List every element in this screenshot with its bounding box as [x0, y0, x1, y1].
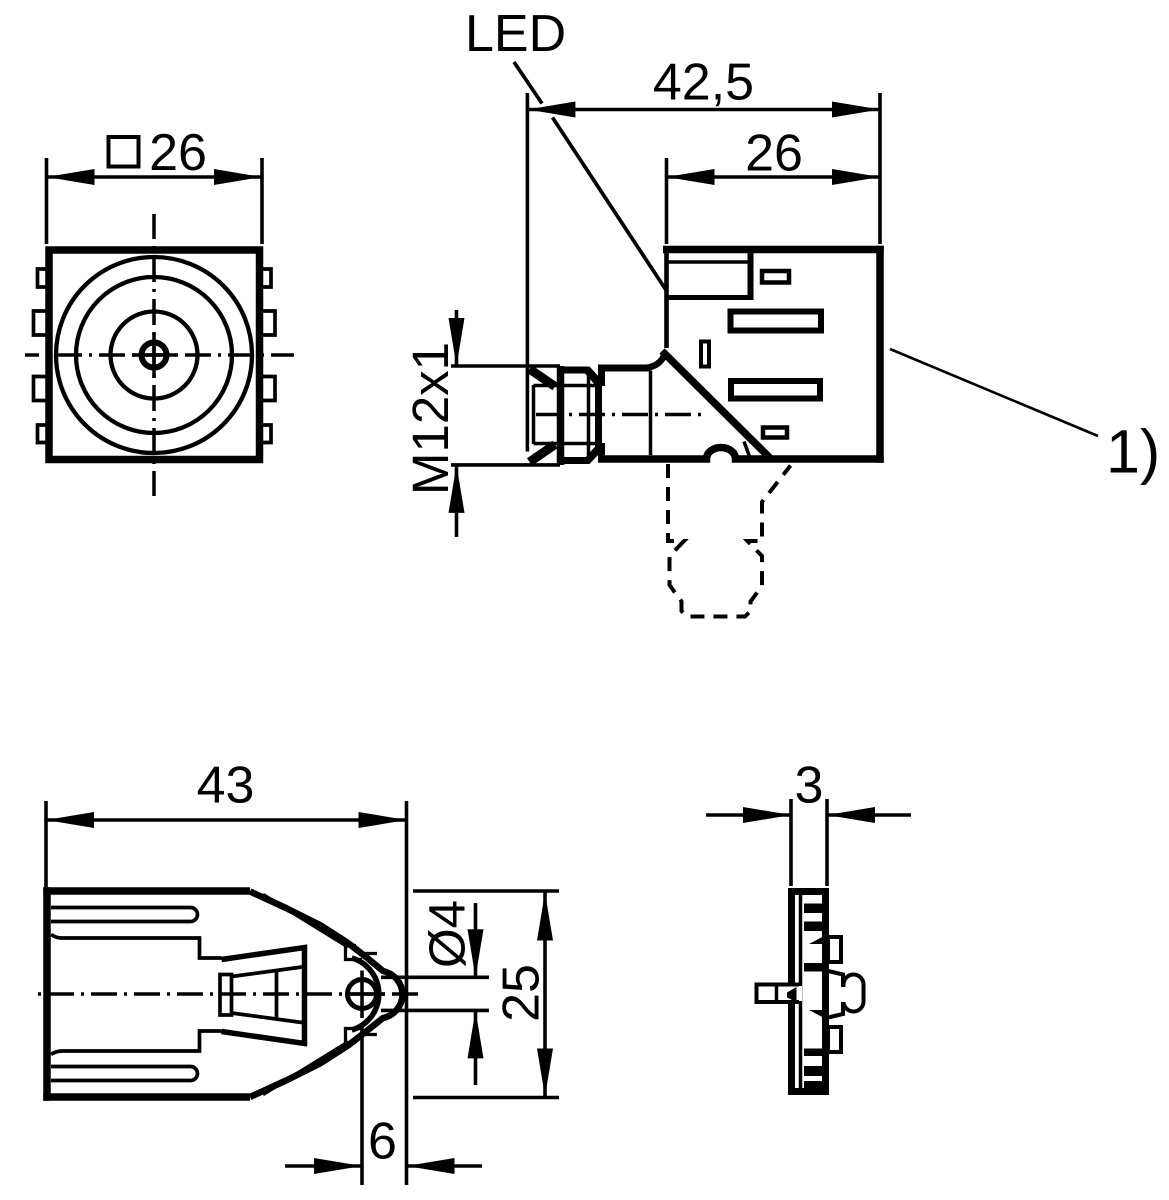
- svg-text:1): 1): [1106, 418, 1160, 486]
- svg-text:3: 3: [795, 757, 824, 815]
- svg-text:42,5: 42,5: [653, 54, 754, 112]
- svg-text:43: 43: [197, 757, 255, 815]
- svg-text:26: 26: [149, 124, 207, 182]
- svg-text:26: 26: [745, 125, 803, 183]
- svg-text:Ø4: Ø4: [419, 900, 476, 968]
- svg-text:LED: LED: [465, 5, 566, 63]
- svg-text:6: 6: [368, 1113, 397, 1171]
- svg-text:25: 25: [493, 964, 551, 1022]
- svg-text:M12x1: M12x1: [402, 342, 459, 495]
